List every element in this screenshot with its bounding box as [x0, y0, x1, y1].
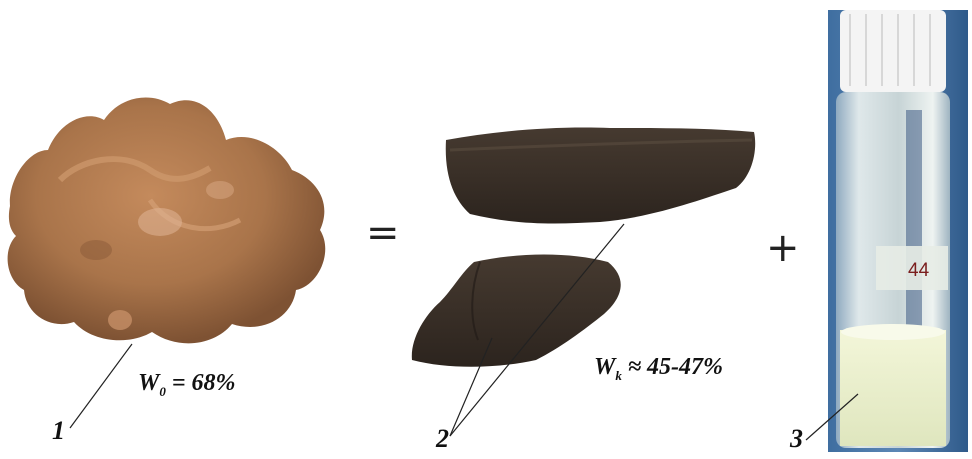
moisture-symbol-dry: W	[594, 354, 615, 380]
equals-sign: =	[366, 213, 400, 253]
plus-sign: +	[766, 228, 800, 268]
moisture-value-dry: ≈ 45-47%	[628, 354, 723, 380]
vial-label: 44	[908, 260, 929, 282]
item-number-3: 3	[790, 424, 803, 454]
vial-photo	[828, 10, 968, 452]
moisture-label-wet: W0 = 68%	[138, 370, 236, 397]
dry-clay-pieces	[412, 128, 755, 367]
item-number-2: 2	[436, 424, 449, 454]
moisture-label-dry: Wk ≈ 45-47%	[594, 354, 723, 381]
item-number-1: 1	[52, 416, 65, 446]
moisture-subscript-dry: k	[615, 368, 622, 383]
wet-clay-sample	[8, 97, 326, 343]
vial-liquid	[840, 330, 946, 446]
leader-line-1	[70, 344, 132, 428]
moisture-value-wet: = 68%	[172, 370, 236, 396]
moisture-subscript-wet: 0	[159, 384, 166, 399]
moisture-symbol-wet: W	[138, 370, 159, 396]
